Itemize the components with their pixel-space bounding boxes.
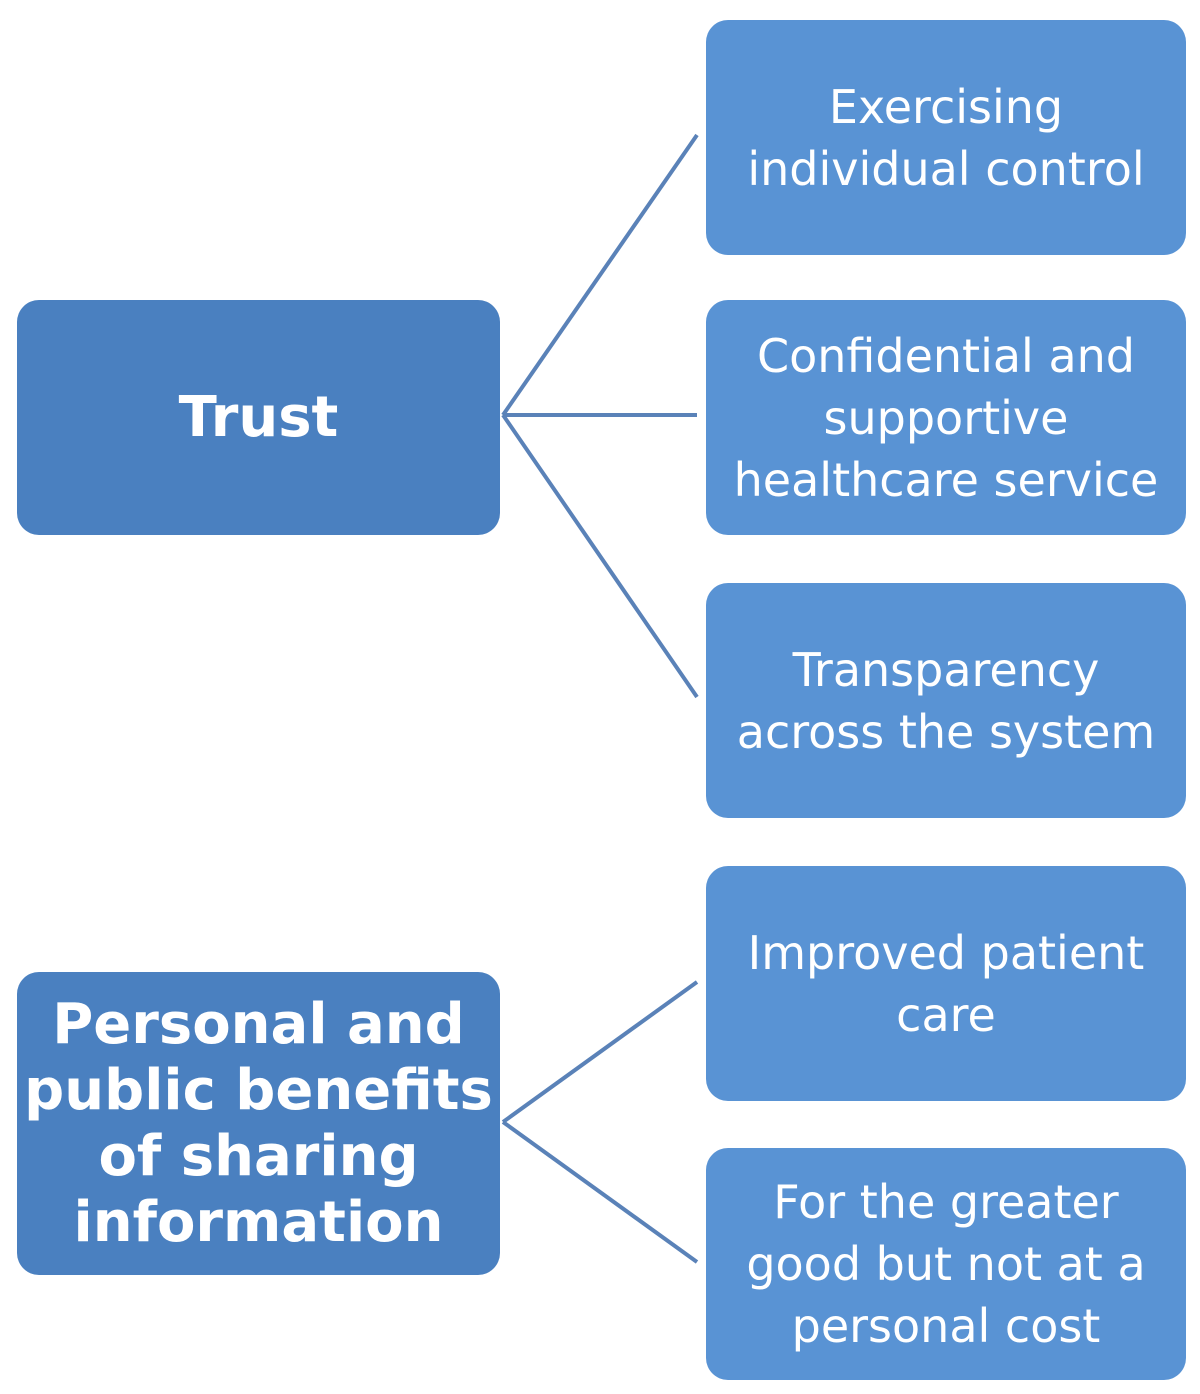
child-node: Improved patient care	[706, 866, 1186, 1101]
child-node: Transparency across the system	[706, 583, 1186, 818]
node-label: Confidential and supportive healthcare s…	[733, 328, 1159, 507]
connector	[501, 980, 699, 1124]
node-label: Personal and public benefits of sharing …	[24, 991, 493, 1255]
node-label: For the greater good but not at a person…	[746, 1175, 1146, 1353]
parent-node-benefits: Personal and public benefits of sharing …	[17, 972, 500, 1275]
node-label: Exercising individual control	[747, 79, 1145, 196]
connector	[501, 413, 699, 699]
connector	[501, 1120, 699, 1264]
node-label: Transparency across the system	[736, 642, 1156, 759]
connector	[501, 133, 699, 417]
node-label: Improved patient care	[747, 925, 1145, 1042]
child-node: Confidential and supportive healthcare s…	[706, 300, 1186, 535]
parent-node-trust: Trust	[17, 300, 500, 535]
child-node: For the greater good but not at a person…	[706, 1148, 1186, 1380]
child-node: Exercising individual control	[706, 20, 1186, 255]
node-label: Trust	[178, 384, 339, 450]
